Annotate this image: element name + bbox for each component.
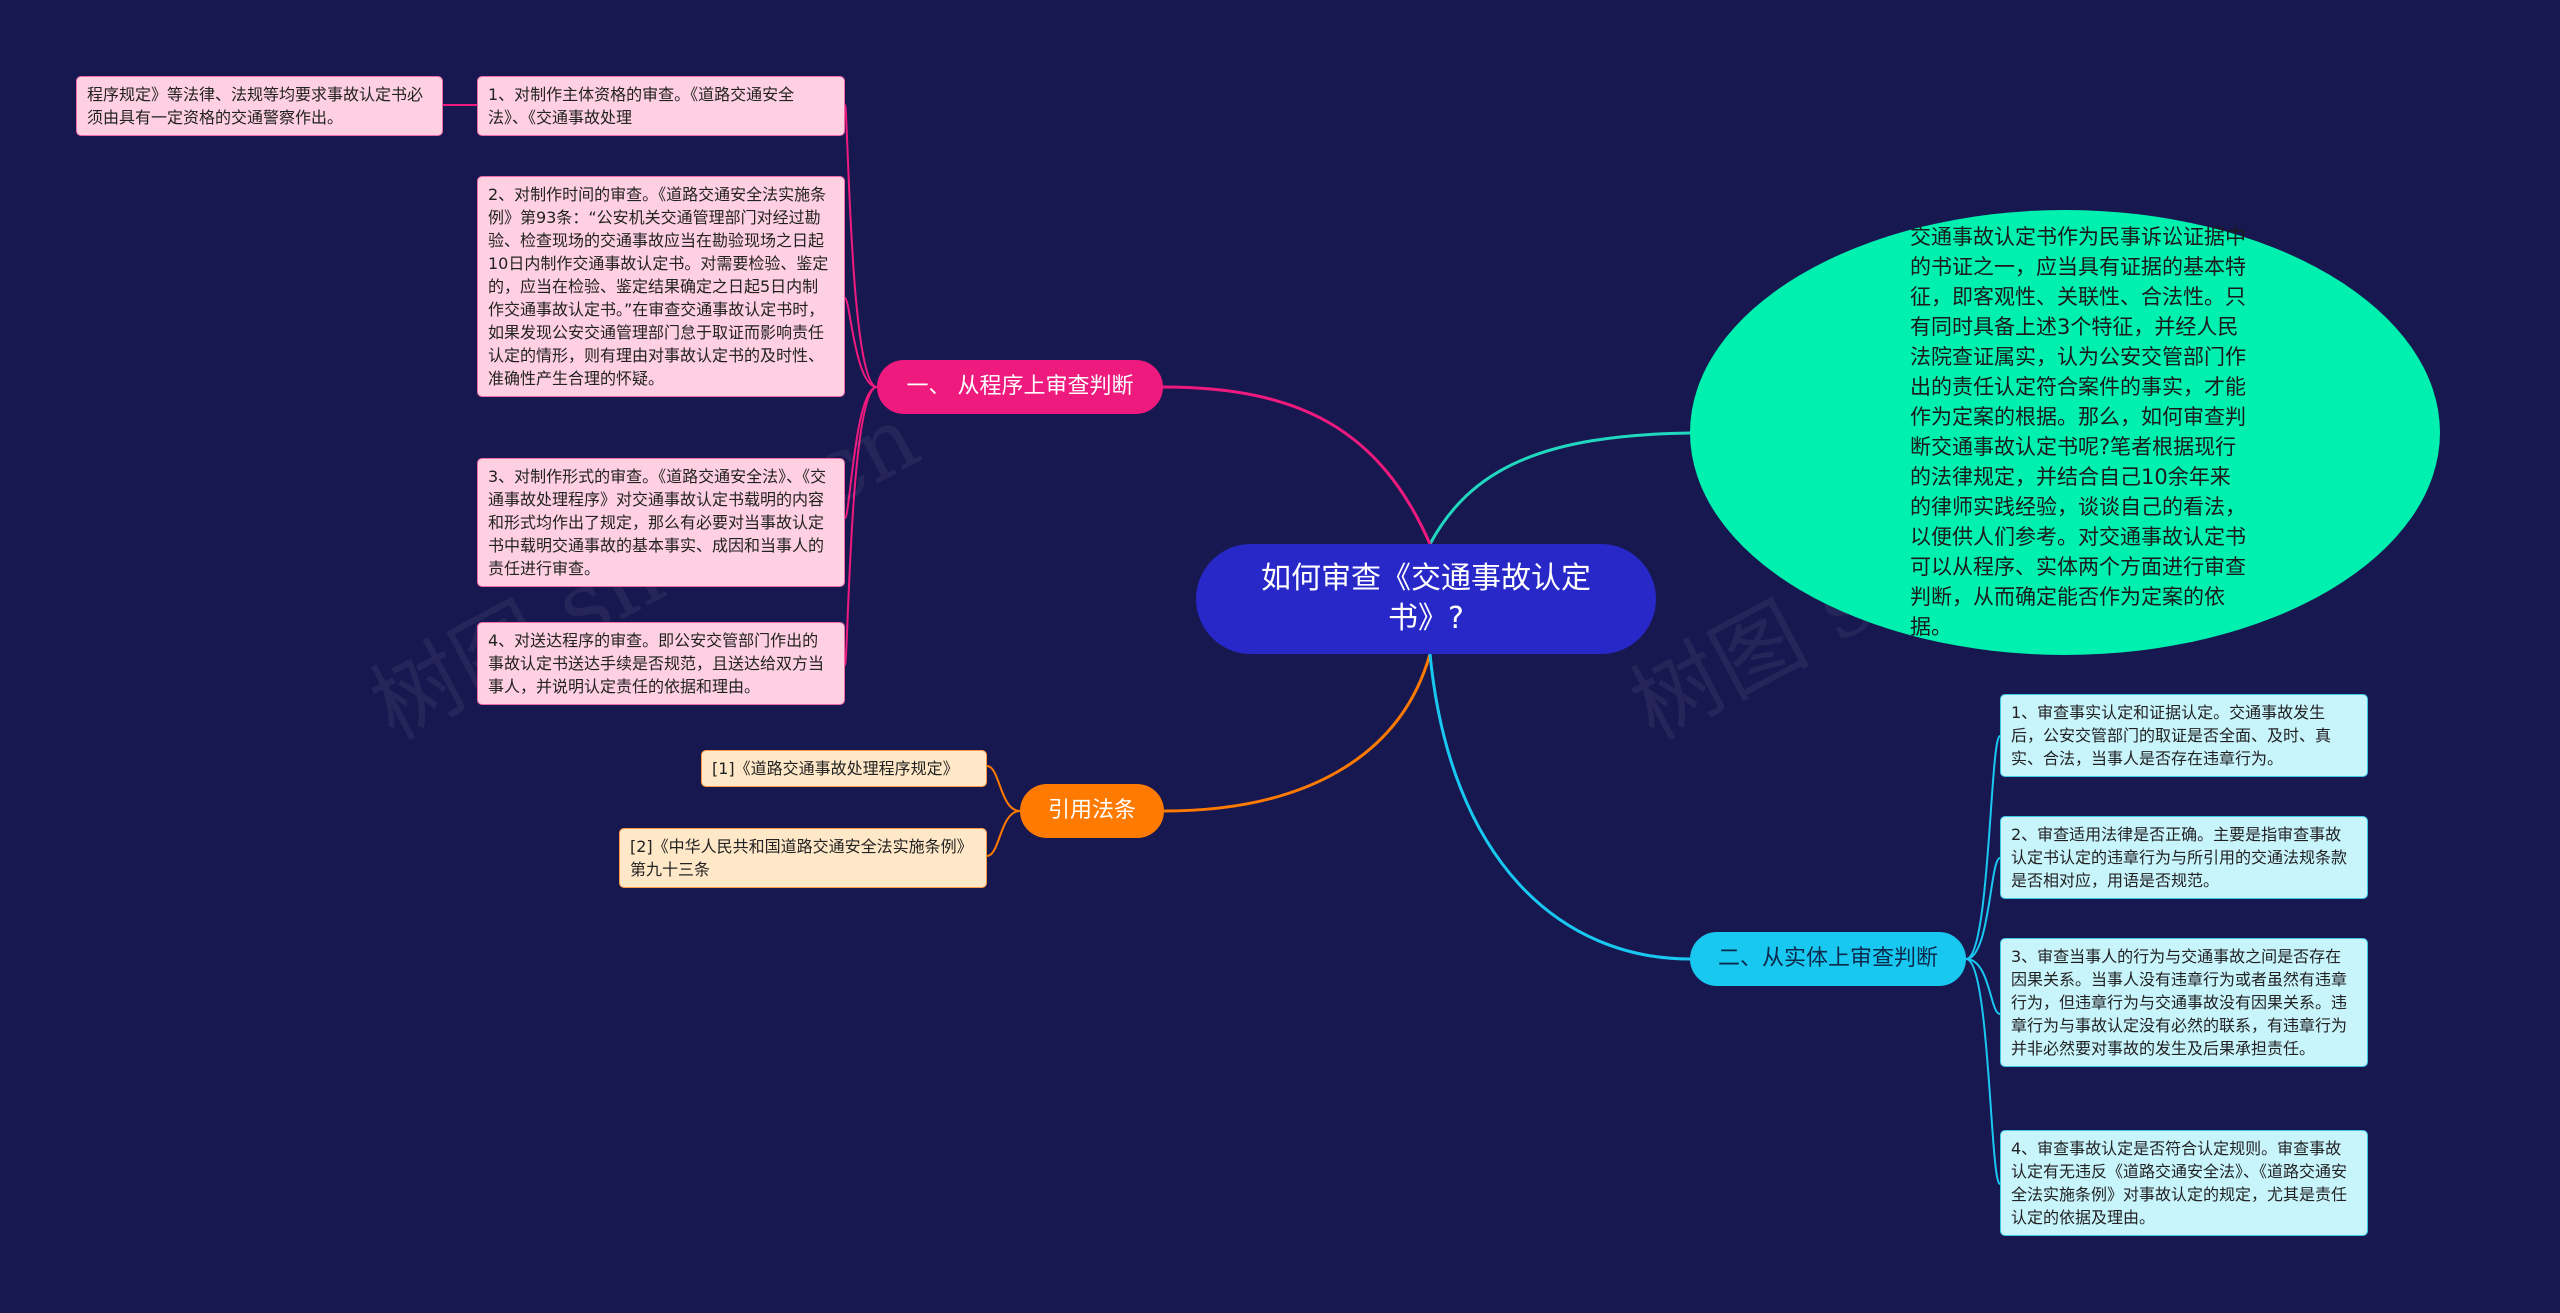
procedure-item-4[interactable]: 4、对送达程序的审查。即公安交管部门作出的事故认定书送达手续是否规范，且送达给双…: [477, 622, 845, 705]
link-substance-leaf-2: [1965, 857, 2001, 960]
procedure-sub-item-text: 程序规定》等法律、法规等均要求事故认定书必须由具有一定资格的交通警察作出。: [87, 85, 424, 127]
link-procedure-leaf-2: [844, 297, 878, 388]
link-refs-leaf-1: [986, 765, 1021, 812]
link-substance-leaf-4: [1965, 958, 2001, 1185]
link-center-refs: [1163, 653, 1432, 813]
refs-item-1-text: [1]《道路交通事故处理程序规定》: [712, 759, 959, 778]
procedure-sub-item[interactable]: 程序规定》等法律、法规等均要求事故认定书必须由具有一定资格的交通警察作出。: [76, 76, 443, 136]
substance-item-3-text: 3、审查当事人的行为与交通事故之间是否存在因果关系。当事人没有违章行为或者虽然有…: [2011, 947, 2348, 1058]
procedure-item-3-text: 3、对制作形式的审查。《道路交通安全法》、《交通事故处理程序》对交通事故认定书载…: [488, 467, 827, 578]
substance-item-4[interactable]: 4、审查事故认定是否符合认定规则。审查事故认定有无违反《道路交通安全法》、《道路…: [2000, 1130, 2368, 1236]
substance-item-3[interactable]: 3、审查当事人的行为与交通事故之间是否存在因果关系。当事人没有违章行为或者虽然有…: [2000, 938, 2368, 1067]
link-refs-leaf-2: [986, 810, 1021, 857]
substance-item-2-text: 2、审查适用法律是否正确。主要是指审查事故认定书认定的违章行为与所引用的交通法规…: [2011, 825, 2348, 890]
refs-item-2[interactable]: [2]《中华人民共和国道路交通安全法实施条例》 第九十三条: [619, 828, 987, 888]
intro-bubble[interactable]: 交通事故认定书作为民事诉讼证据中的书证之一，应当具有证据的基本特征，即客观性、关…: [1690, 210, 2440, 655]
center-topic-label: 如何审查《交通事故认定书》?: [1261, 561, 1591, 636]
link-procedure-leaf-1: [844, 104, 878, 388]
link-substance-leaf-3: [1965, 958, 2001, 1015]
procedure-item-1-text: 1、对制作主体资格的审查。《道路交通安全法》、《交通事故处理: [488, 85, 795, 127]
center-topic[interactable]: 如何审查《交通事故认定书》?: [1196, 544, 1656, 654]
substance-item-1-text: 1、审查事实认定和证据认定。交通事故发生后，公安交管部门的取证是否全面、及时、真…: [2011, 703, 2332, 768]
branch-refs-label: 引用法条: [1047, 798, 1136, 823]
branch-substance[interactable]: 二、从实体上审查判断: [1690, 932, 1966, 986]
substance-item-1[interactable]: 1、审查事实认定和证据认定。交通事故发生后，公安交管部门的取证是否全面、及时、真…: [2000, 694, 2368, 777]
link-center-procedure: [1162, 385, 1432, 545]
link-substance-leaf-1: [1965, 735, 2001, 960]
procedure-item-2-text: 2、对制作时间的审查。《道路交通安全法实施条例》第93条：“公安机关交通管理部门…: [488, 185, 829, 388]
branch-substance-label: 二、从实体上审查判断: [1717, 946, 1938, 971]
link-center-intro: [1428, 431, 1691, 545]
link-center-substance: [1428, 653, 1691, 961]
substance-item-4-text: 4、审查事故认定是否符合认定规则。审查事故认定有无违反《道路交通安全法》、《道路…: [2011, 1139, 2348, 1227]
refs-item-2-text: [2]《中华人民共和国道路交通安全法实施条例》 第九十三条: [630, 837, 973, 879]
procedure-item-1[interactable]: 1、对制作主体资格的审查。《道路交通安全法》、《交通事故处理: [477, 76, 845, 136]
link-procedure-leaf-4: [844, 386, 878, 666]
substance-item-2[interactable]: 2、审查适用法律是否正确。主要是指审查事故认定书认定的违章行为与所引用的交通法规…: [2000, 816, 2368, 899]
procedure-item-2[interactable]: 2、对制作时间的审查。《道路交通安全法实施条例》第93条：“公安机关交通管理部门…: [477, 176, 845, 397]
refs-item-1[interactable]: [1]《道路交通事故处理程序规定》: [701, 750, 987, 787]
branch-procedure[interactable]: 一、 从程序上审查判断: [877, 360, 1163, 414]
intro-text: 交通事故认定书作为民事诉讼证据中的书证之一，应当具有证据的基本特征，即客观性、关…: [1910, 225, 2246, 639]
procedure-item-4-text: 4、对送达程序的审查。即公安交管部门作出的事故认定书送达手续是否规范，且送达给双…: [488, 631, 825, 696]
branch-procedure-label: 一、 从程序上审查判断: [906, 374, 1134, 399]
procedure-item-3[interactable]: 3、对制作形式的审查。《道路交通安全法》、《交通事故处理程序》对交通事故认定书载…: [477, 458, 845, 587]
branch-refs[interactable]: 引用法条: [1020, 784, 1164, 838]
